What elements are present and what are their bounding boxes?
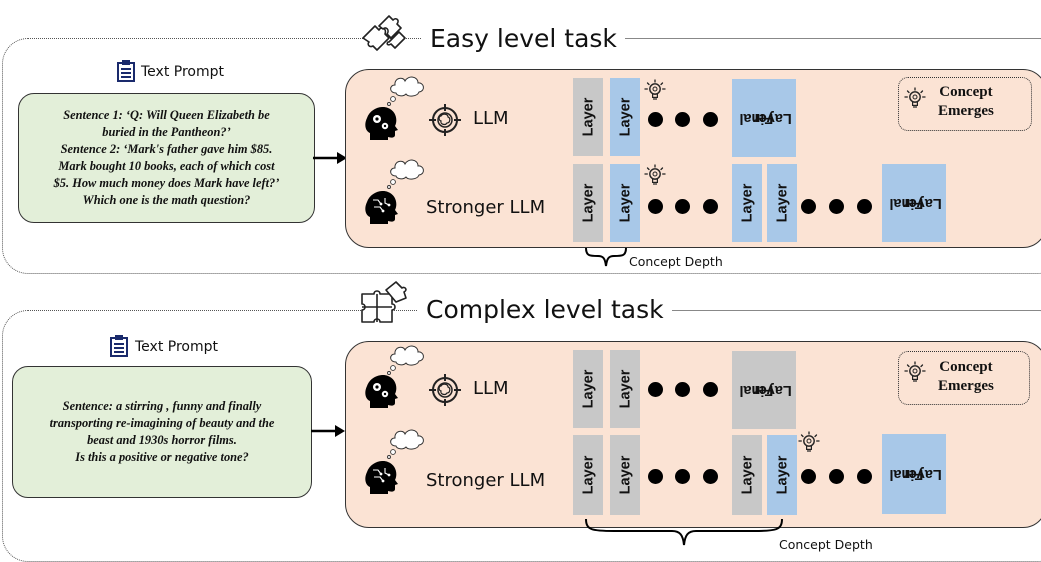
complex-prompt-label: Text Prompt	[135, 339, 218, 355]
ellipsis-dot	[648, 112, 663, 127]
thought-cloud-icon	[387, 429, 424, 459]
ellipsis-dot	[675, 382, 690, 397]
complex-llm-label: LLM	[473, 378, 509, 399]
prompt-line: transporting re-imagining of beauty and …	[49, 416, 275, 430]
head-circuit-icon	[365, 461, 398, 494]
ellipsis-dot	[801, 199, 816, 214]
concept-emerges-legend	[898, 77, 1032, 131]
arrow-right-icon	[313, 152, 349, 164]
easy-llm-layer-2: Layer	[610, 78, 640, 156]
easy-prompt-box: Sentence 1: ‘Q: Will Queen Elizabeth be …	[18, 93, 315, 223]
complex-stronger-layer-2: Layer	[610, 435, 640, 515]
lightbulb-icon	[644, 164, 666, 185]
thought-cloud-icon	[387, 159, 424, 189]
complex-stronger-layer-4: Layer	[767, 435, 797, 515]
head-gears-icon	[365, 375, 398, 408]
complex-stronger-layer-1: Layer	[573, 435, 603, 515]
arrow-right-icon	[311, 425, 347, 437]
concept-emerges-label: Concept Emerges	[938, 84, 994, 119]
easy-stronger-llm-label: Stronger LLM	[426, 197, 546, 218]
puzzle-outline-icon	[362, 15, 406, 51]
ellipsis-dot	[675, 469, 690, 484]
complex-prompt-box: Sentence: a stirring , funny and finally…	[12, 366, 312, 498]
complex-stronger-llm-label: Stronger LLM	[426, 470, 546, 491]
ellipsis-dot	[703, 382, 718, 397]
curly-brace-icon	[585, 518, 783, 546]
ellipsis-dot	[675, 199, 690, 214]
ellipsis-dot	[648, 199, 663, 214]
prompt-line: beast and 1930s horror films.	[87, 433, 237, 447]
lightbulb-icon	[644, 79, 666, 100]
prompt-line: Which one is the math question?	[82, 193, 251, 207]
concept-emerges-legend	[898, 351, 1030, 405]
head-gears-icon	[365, 107, 398, 140]
ellipsis-dot	[703, 469, 718, 484]
easy-prompt-label: Text Prompt	[141, 64, 224, 80]
easy-stronger-layer-3: Layer	[732, 164, 762, 242]
prompt-line: Sentence 2: ‘Mark's father gave him $85.	[60, 142, 273, 156]
complex-concept-depth-label: Concept Depth	[779, 537, 873, 552]
ellipsis-dot	[857, 469, 872, 484]
ellipsis-dot	[703, 199, 718, 214]
ellipsis-dot	[829, 199, 844, 214]
prompt-line: $5. How much money does Mark have left?’	[53, 176, 280, 190]
complex-llm-layer-1: Layer	[573, 350, 603, 428]
easy-title-rule	[605, 38, 1041, 39]
clipboard-icon	[117, 59, 135, 82]
prompt-line: buried in the Pantheon?’	[102, 125, 231, 139]
complex-llm-layer-2: Layer	[610, 350, 640, 428]
easy-stronger-layer-1: Layer	[573, 164, 603, 242]
ellipsis-dot	[703, 112, 718, 127]
ellipsis-dot	[675, 112, 690, 127]
prompt-line: Sentence 1: ‘Q: Will Queen Elizabeth be	[63, 108, 270, 122]
ellipsis-dot	[648, 469, 663, 484]
lightbulb-icon	[798, 431, 820, 452]
concept-emerges-label: Concept Emerges	[938, 359, 994, 394]
lightbulb-icon	[904, 87, 926, 108]
easy-llm-layer-1: Layer	[573, 78, 603, 156]
clipboard-icon	[110, 334, 128, 357]
brain-target-icon	[428, 373, 462, 407]
easy-stronger-layer-2: Layer	[610, 164, 640, 242]
prompt-line: Sentence: a stirring , funny and finally	[62, 399, 262, 413]
easy-concept-depth-label: Concept Depth	[629, 254, 723, 269]
prompt-line: Mark bought 10 books, each of which cost	[58, 159, 275, 173]
brain-target-icon	[428, 103, 462, 137]
head-circuit-icon	[365, 191, 398, 224]
ellipsis-dot	[648, 382, 663, 397]
complex-title-rule	[642, 310, 1041, 311]
ellipsis-dot	[801, 469, 816, 484]
complex-stronger-layer-3: Layer	[732, 435, 762, 515]
easy-llm-label: LLM	[473, 108, 509, 129]
ellipsis-dot	[829, 469, 844, 484]
lightbulb-icon	[904, 361, 926, 382]
easy-task-title: Easy level task	[422, 22, 625, 56]
puzzle-cube-icon	[361, 281, 407, 323]
prompt-line: Is this a positive or negative tone?	[75, 450, 249, 464]
ellipsis-dot	[857, 199, 872, 214]
easy-stronger-layer-4: Layer	[767, 164, 797, 242]
curly-brace-icon	[585, 247, 627, 267]
complex-task-title: Complex level task	[418, 293, 672, 327]
